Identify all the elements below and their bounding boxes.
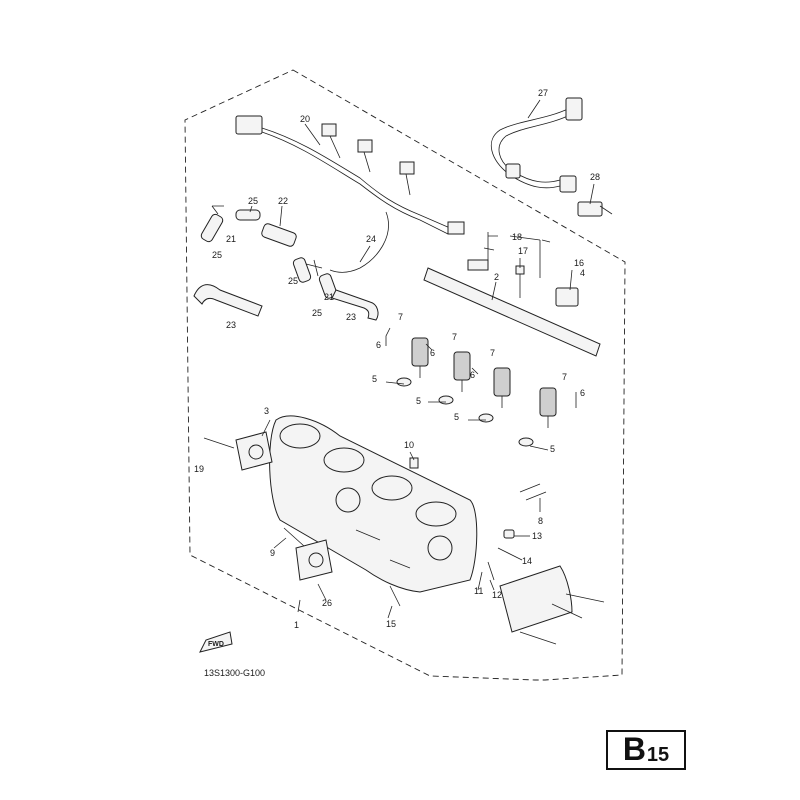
callout-7a: 7 [398,312,403,322]
callout-9: 9 [270,548,275,558]
hose-set [193,205,379,321]
callout-28: 28 [590,172,600,182]
throttle-sensor-3 [203,431,273,471]
callout-8: 8 [538,516,543,526]
callout-5d: 5 [550,444,555,454]
callout-25c: 25 [288,276,298,286]
side-cover [499,565,605,645]
injector-set [396,337,557,447]
callout-21a: 21 [226,234,236,244]
callout-15: 15 [386,619,396,629]
page-badge-letter: B [622,731,646,767]
callout-10: 10 [404,440,414,450]
fuel-rail [423,232,601,357]
callout-26: 26 [322,598,332,608]
callout-6a: 6 [376,340,381,350]
callout-6b: 6 [430,348,435,358]
callout-2: 2 [494,272,499,282]
callout-1: 1 [294,620,299,630]
callout-25b: 25 [212,250,222,260]
sensor-bracket [577,201,613,217]
callout-7c: 7 [490,348,495,358]
callout-5c: 5 [454,412,459,422]
assembly-boundary [184,69,626,681]
page-badge-number: 15 [646,744,670,766]
callout-4: 4 [580,268,585,278]
callout-13: 13 [532,531,542,541]
callout-5b: 5 [416,396,421,406]
callout-7b: 7 [452,332,457,342]
callout-14: 14 [522,556,532,566]
wire-harness [235,115,465,273]
callout-17: 17 [518,246,528,256]
throttle-sensor-26 [283,527,333,581]
throttle-body [269,415,478,593]
forward-arrow-icon: FWD [199,631,233,653]
page-badge: B 15 [606,730,686,770]
callout-21b: 21 [324,292,334,302]
callout-6c: 6 [470,370,475,380]
callout-18: 18 [512,232,522,242]
callout-5a: 5 [372,374,377,384]
fasteners [389,239,551,607]
callout-7d: 7 [562,372,567,382]
callout-6d: 6 [580,388,585,398]
callout-11: 11 [474,586,483,596]
leader-lines [249,99,595,619]
callout-19: 19 [194,464,204,474]
callout-12: 12 [492,590,502,600]
callout-3: 3 [264,406,269,416]
callout-labels: 1 2 3 4 5 5 5 5 6 6 6 6 7 7 7 7 8 9 10 1… [194,88,600,630]
callout-16: 16 [574,258,584,268]
callout-24: 24 [366,234,376,244]
callout-22: 22 [278,196,288,206]
callout-25a: 25 [248,196,258,206]
callout-20: 20 [300,114,310,124]
reference-code: 13S1300-G100 [204,668,265,678]
callout-25d: 25 [312,308,322,318]
callout-23b: 23 [346,312,356,322]
fwd-label: FWD [208,641,224,648]
callout-23a: 23 [226,320,236,330]
callout-27: 27 [538,88,548,98]
vacuum-hose [490,97,583,193]
